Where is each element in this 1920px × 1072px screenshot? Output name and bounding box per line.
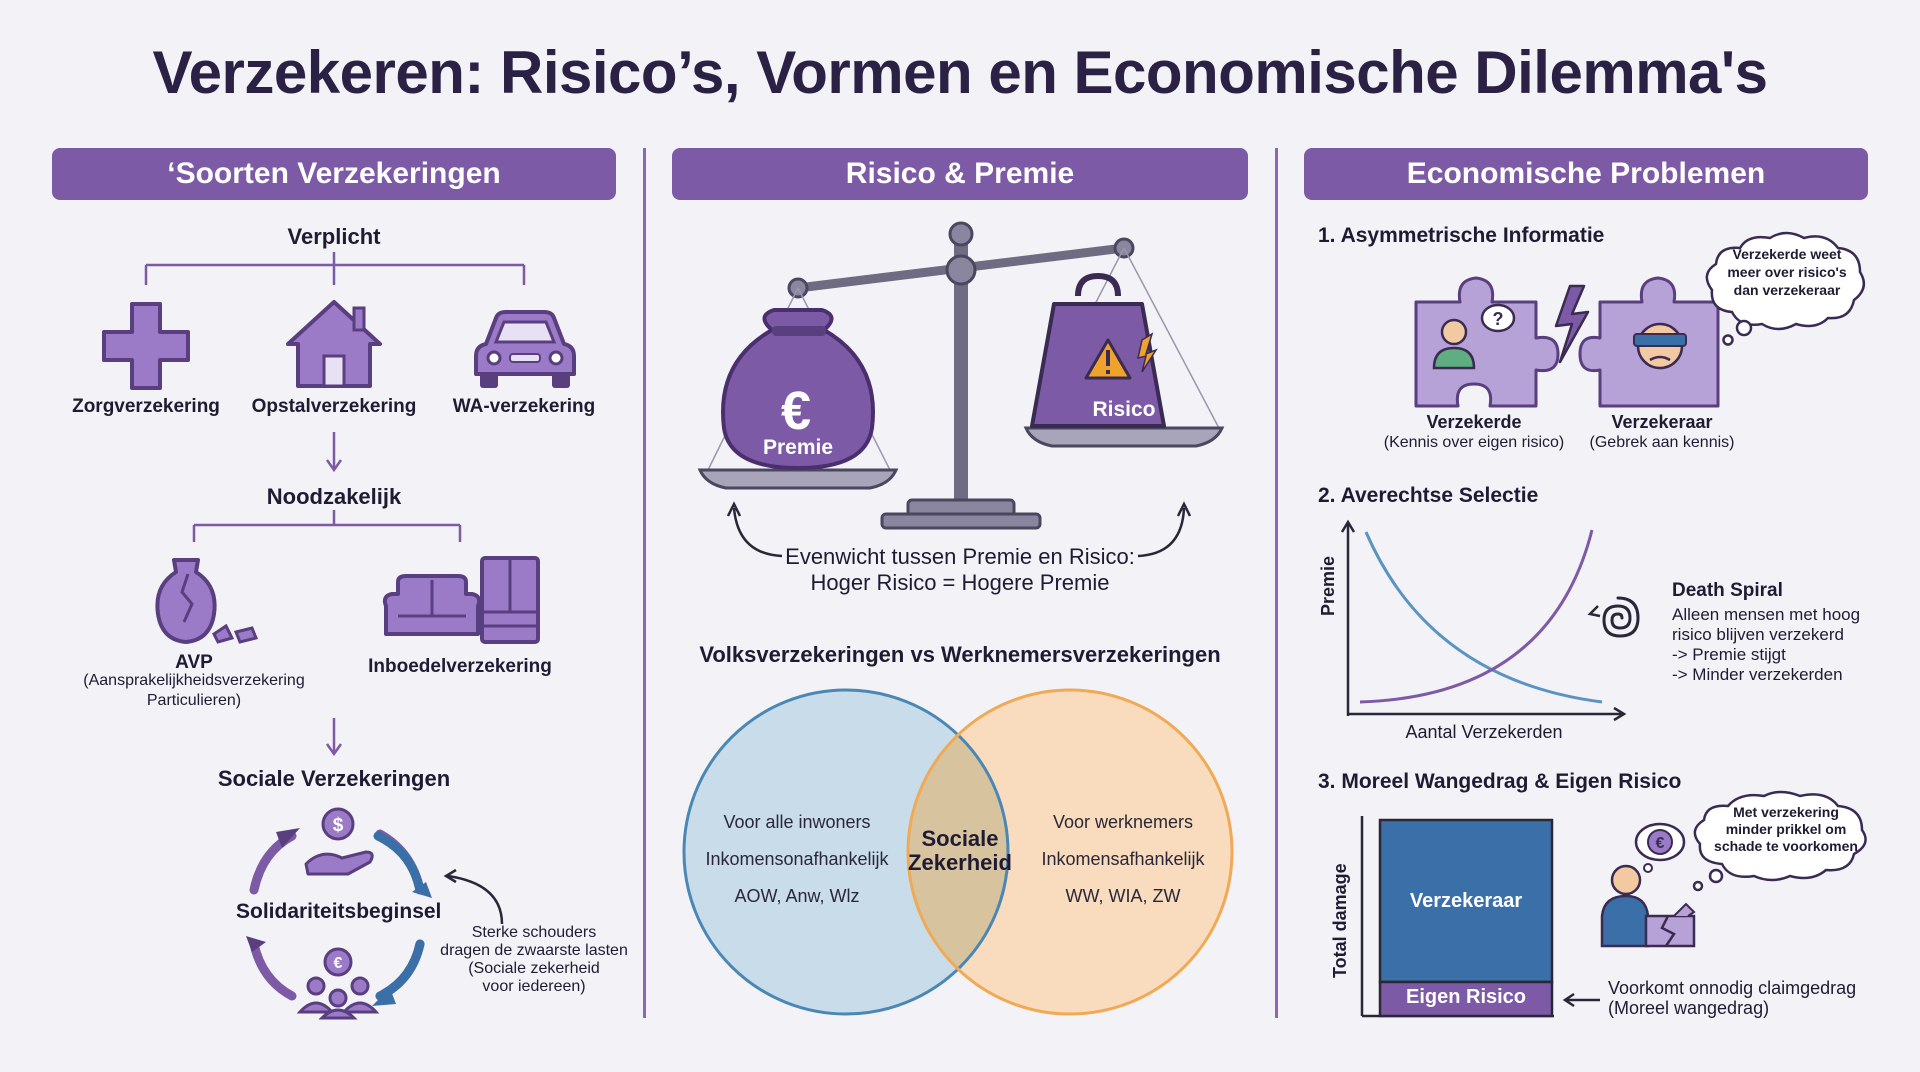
venn-left-2: Inkomensonafhankelijk [705, 849, 889, 869]
furniture-icon [382, 556, 540, 644]
verzekeraar-label: Verzekeraar [1611, 412, 1713, 432]
verzekerde-sub: (Kennis over eigen risico) [1383, 434, 1565, 451]
death-spiral-title: Death Spiral [1672, 580, 1783, 601]
venn-center-2: Zekerheid [908, 850, 1012, 875]
svg-text:€: € [334, 955, 343, 972]
venn-right-2: Inkomensafhankelijk [1041, 849, 1205, 869]
svg-text:€: € [1656, 835, 1665, 852]
solidarity-cycle-diagram: $ € [246, 807, 432, 1020]
venn-right-1: Voor werknemers [1052, 812, 1194, 832]
bubble3-line-3: schade te voorkomen [1714, 838, 1858, 854]
sterke-line-1: Sterke schouders [471, 924, 597, 941]
bubble1-line-3: dan verzekeraar [1733, 282, 1841, 298]
avp-sub-1: (Aansprakelijkheidsverzekering [83, 672, 305, 689]
problem-1-title: 1. Asymmetrische Informatie [1318, 224, 1605, 247]
wa-verzekering-label: WA-verzekering [452, 396, 596, 417]
sterke-line-3: (Sociale zekerheid [468, 960, 600, 977]
bubble3-line-1: Met verzekering [1733, 804, 1839, 820]
bubble1-line-1: Verzekerde weet [1732, 246, 1842, 262]
venn-title: Volksverzekeringen vs Werknemersverzeker… [699, 642, 1221, 667]
damage-axis-label: Total damage [1330, 863, 1350, 978]
balance-caption-2: Hoger Risico = Hogere Premie [810, 570, 1110, 595]
damage-bar-chart [1360, 816, 1554, 1018]
verplicht-label: Verplicht [287, 224, 381, 249]
header-risico-premie: Risico & Premie [672, 148, 1248, 200]
medical-cross-icon [102, 302, 190, 390]
inboedelverzekering-label: Inboedelverzekering [368, 656, 552, 677]
venn-left-3: AOW, Anw, Wlz [734, 886, 860, 906]
bar-verzekeraar-label: Verzekeraar [1409, 890, 1523, 912]
adverse-selection-chart [1340, 519, 1627, 722]
risico-label: Risico [1092, 398, 1156, 421]
sociale-verzekeringen-label: Sociale Verzekeringen [217, 766, 451, 791]
euro-icon: € [780, 381, 812, 441]
death-line-4: -> Minder verzekerden [1672, 665, 1843, 684]
house-icon [286, 300, 382, 388]
venn-right-3: WW, WIA, ZW [1065, 886, 1181, 906]
thought-bubble-3 [1692, 790, 1867, 892]
verzekeraar-sub: (Gebrek aan kennis) [1589, 434, 1735, 451]
voorkomt-line-2: (Moreel wangedrag) [1608, 998, 1770, 1018]
bar-eigen-risico-label: Eigen Risico [1405, 986, 1527, 1008]
verzekerde-label: Verzekerde [1426, 412, 1522, 432]
header-soorten: ‘Soorten Verzekeringen [52, 148, 616, 200]
person-at-desk-icon: € [1600, 822, 1696, 948]
header-economische-problemen: Economische Problemen [1304, 148, 1868, 200]
death-line-3: -> Premie stijgt [1672, 645, 1786, 664]
avp-label: AVP [175, 652, 213, 673]
problem-2-title: 2. Averechtse Selectie [1318, 484, 1539, 507]
balance-scale [697, 221, 1225, 530]
problem-3-title: 3. Moreel Wangedrag & Eigen Risico [1318, 770, 1682, 793]
balance-caption-1: Evenwicht tussen Premie en Risico: [785, 544, 1135, 569]
puzzle-pieces: ? [1414, 276, 1720, 408]
bubble1-line-2: meer over risico's [1727, 264, 1847, 280]
venn-center-1: Sociale [921, 826, 999, 851]
zorgverzekering-label: Zorgverzekering [72, 396, 220, 417]
page-title: Verzekeren: Risico’s, Vormen en Economis… [152, 39, 1768, 106]
column-divider [643, 148, 646, 1018]
voorkomt-line-1: Voorkomt onnodig claimgedrag [1608, 978, 1857, 998]
sterke-line-4: voor iedereen) [482, 978, 586, 995]
pointer-arrow [443, 868, 504, 925]
venn-diagram [682, 688, 1234, 1016]
death-line-2: risico blijven verzekerd [1672, 625, 1844, 644]
premie-axis-label: Premie [1318, 555, 1338, 616]
car-icon [474, 310, 576, 388]
left-arrow [1562, 992, 1600, 1008]
broken-vase-icon [155, 558, 259, 644]
sterke-line-2: dragen de zwaarste lasten [440, 942, 628, 959]
svg-text:?: ? [1493, 309, 1504, 329]
curved-arrows [726, 501, 1192, 558]
noodzakelijk-label: Noodzakelijk [266, 484, 402, 509]
death-line-1: Alleen mensen met hoog [1672, 605, 1861, 624]
avp-sub-2: Particulieren) [146, 692, 242, 709]
premie-label: Premie [762, 436, 834, 459]
opstalverzekering-label: Opstalverzekering [251, 396, 417, 417]
venn-left-1: Voor alle inwoners [723, 812, 871, 832]
aantal-axis-label: Aantal Verzekerden [1405, 722, 1563, 742]
spiral-icon [1587, 596, 1640, 638]
bubble3-line-2: minder prikkel om [1725, 821, 1847, 837]
column-divider [1275, 148, 1278, 1018]
thought-bubble-1 [1705, 231, 1866, 346]
solidariteitsbeginsel-label: Solidariteitsbeginsel [234, 898, 444, 926]
svg-text:$: $ [333, 815, 344, 836]
